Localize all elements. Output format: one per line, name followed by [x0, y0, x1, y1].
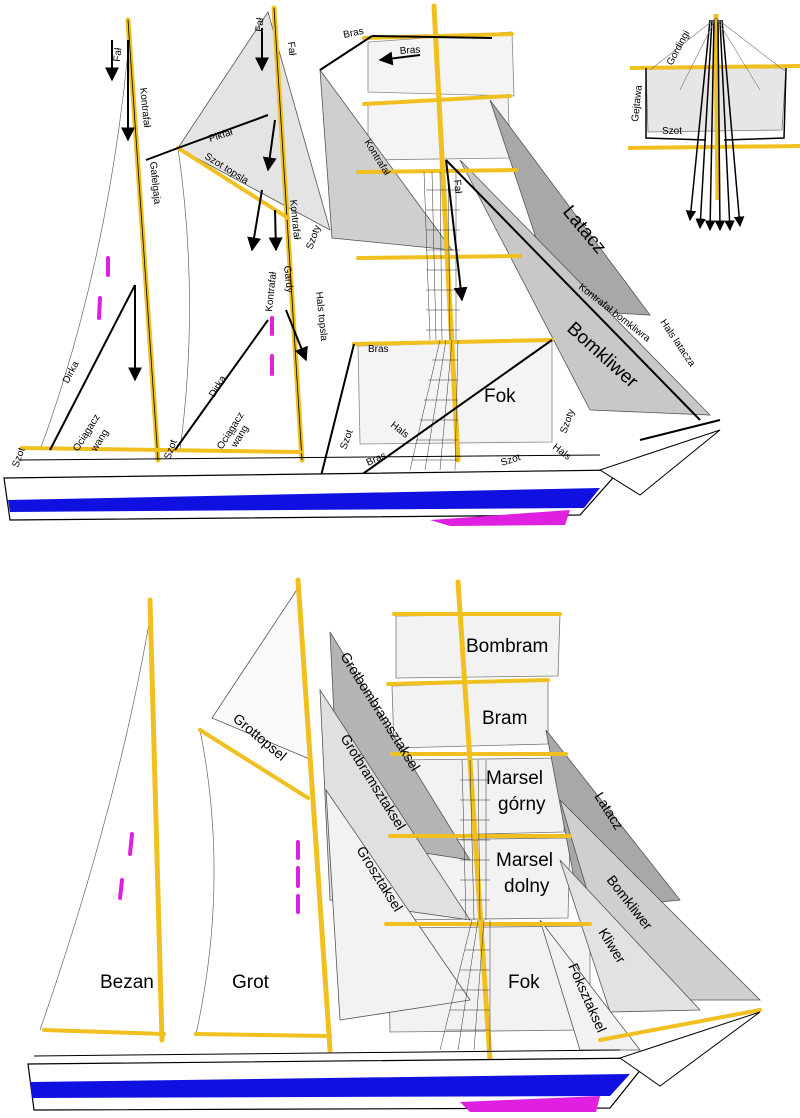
label-szoty-1: Szoty	[304, 224, 323, 251]
label-fal-1: Fał	[112, 47, 124, 63]
label-szot-3: Szot	[338, 428, 355, 451]
label-fal-4: Fał	[451, 179, 463, 195]
bottom-ship-diagram: Bombram Bram Marsel górny Marsel dolny F…	[27, 577, 762, 1112]
label-gordingi: Gordingi	[665, 29, 692, 68]
label-fok: Fok	[508, 972, 540, 993]
bottom-shrouds	[439, 759, 491, 1051]
label-kontrafal-1: Kontrafał	[137, 87, 152, 129]
label-bras-4: Bras	[365, 450, 388, 468]
label-marsel-dolny-2: dolny	[504, 876, 550, 897]
bottom-gaff-sails	[39, 605, 215, 1035]
label-gardy: Gardy	[281, 265, 295, 293]
label-hals-2: Hals	[550, 442, 573, 463]
label-dirka-1: Dirka	[61, 359, 82, 385]
top-gaff-sails	[39, 29, 190, 451]
label-marsel-dolny-1: Marsel	[496, 850, 553, 871]
label-bombram: Bombram	[466, 636, 548, 657]
label-grot: Grot	[232, 972, 270, 993]
label-kontrafal-3: Kontrafał	[287, 199, 302, 241]
bottom-hull	[27, 1011, 761, 1112]
top-hull	[3, 429, 721, 526]
top-ship-diagram: Fał Fał Fał Fał Kontrafał Kontrafał Kont…	[3, 3, 721, 526]
label-bras-2: Bras	[399, 45, 420, 57]
label-fok: Fok	[484, 386, 516, 407]
label-kontrafal-4: Kontrafał	[264, 271, 279, 313]
bottom-purple-marks	[118, 832, 300, 914]
inset-square-sail-diagram: Gejtawa Gordingi Szot	[627, 13, 800, 232]
label-gafelgaja: Gafelgaja	[147, 161, 162, 205]
label-szot-1: Szot	[10, 446, 27, 469]
bottom-masts	[147, 577, 493, 1063]
label-szot-inset: Szot	[662, 126, 682, 137]
top-yards	[20, 32, 554, 454]
top-shrouds	[409, 171, 460, 471]
label-bezan: Bezan	[100, 972, 154, 993]
label-szoty-2: Szoty	[558, 408, 577, 435]
label-bras-1: Bras	[342, 26, 364, 41]
label-szot-4: Szot	[500, 452, 523, 469]
label-marsel-gorny-1: Marsel	[486, 768, 543, 789]
bottom-staysails	[211, 586, 761, 1051]
label-bras-3: Bras	[368, 344, 389, 355]
label-hals-latacza: Hals latacza	[658, 318, 698, 370]
label-bram: Bram	[482, 708, 527, 729]
label-marsel-gorny-2: górny	[498, 794, 546, 815]
label-gejtawa: Gejtawa	[630, 84, 645, 122]
label-fal-3: Fał	[285, 41, 297, 57]
top-purple-marks	[97, 256, 274, 376]
label-fal-2: Fał	[254, 17, 266, 33]
top-running-lines	[49, 28, 721, 491]
label-hals-topsla: Hals topsla	[313, 291, 329, 342]
top-staysails	[177, 11, 711, 416]
bottom-yards	[42, 612, 762, 1042]
